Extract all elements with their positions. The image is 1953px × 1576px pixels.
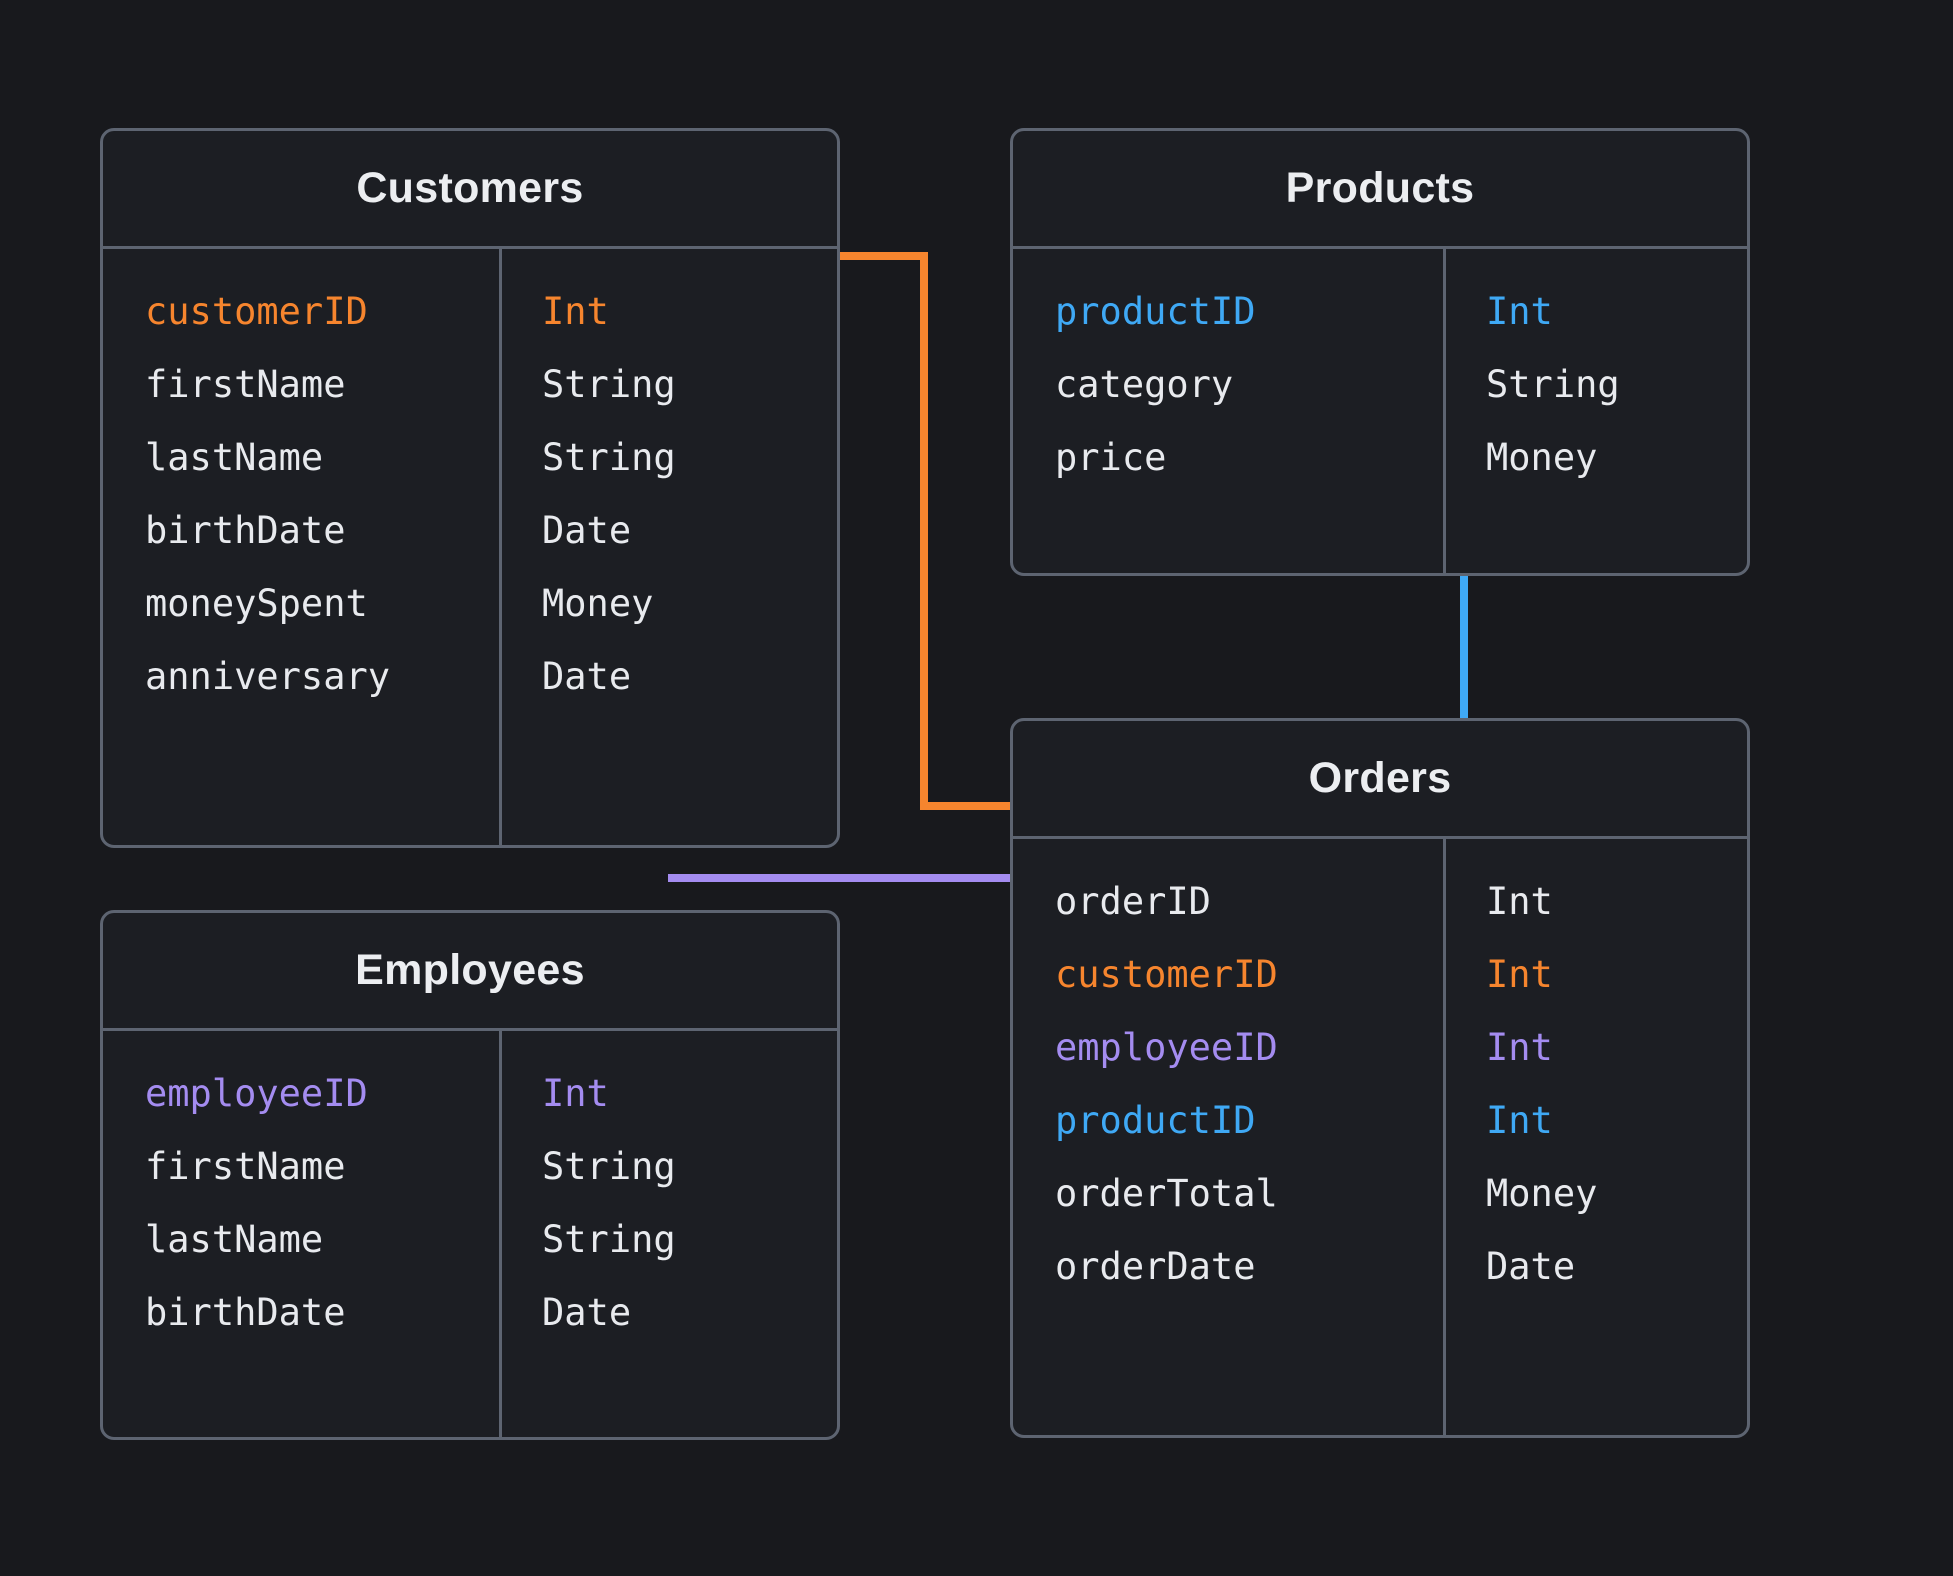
field-type: Int bbox=[1486, 1099, 1553, 1142]
field-type: Money bbox=[542, 582, 654, 625]
field-type: Date bbox=[542, 1291, 632, 1334]
field-type: String bbox=[1486, 363, 1620, 406]
entity-title: Orders bbox=[1308, 754, 1452, 802]
field-name-column: employeeID firstName lastName birthDate bbox=[103, 1031, 499, 1437]
entity-title: Employees bbox=[355, 946, 585, 994]
field-name: category bbox=[1055, 363, 1234, 406]
field-type-column: Int Int Int Int Money Date bbox=[1443, 839, 1747, 1435]
relationship-segment bbox=[920, 802, 1018, 810]
field-name-column: productID category price bbox=[1013, 249, 1443, 573]
field-name-column: orderID customerID employeeID productID … bbox=[1013, 839, 1443, 1435]
field-type: Money bbox=[1486, 436, 1598, 479]
field-name: birthDate bbox=[145, 509, 346, 552]
entity-products-body: productID category price Int String Mone… bbox=[1013, 249, 1747, 573]
entity-orders-header: Orders bbox=[1013, 721, 1747, 839]
field-name: employeeID bbox=[1055, 1026, 1278, 1069]
field-type: Date bbox=[1486, 1245, 1576, 1288]
relationship-segment bbox=[668, 874, 1018, 882]
field-type-column: Int String String Date bbox=[499, 1031, 837, 1437]
field-name: orderDate bbox=[1055, 1245, 1256, 1288]
field-type: Date bbox=[542, 509, 632, 552]
field-name: anniversary bbox=[145, 655, 391, 698]
field-type: Int bbox=[1486, 880, 1553, 923]
entity-customers-header: Customers bbox=[103, 131, 837, 249]
entity-employees-body: employeeID firstName lastName birthDate … bbox=[103, 1031, 837, 1437]
entity-employees[interactable]: Employees employeeID firstName lastName … bbox=[100, 910, 840, 1440]
field-type: Int bbox=[1486, 953, 1553, 996]
field-type: Money bbox=[1486, 1172, 1598, 1215]
field-name: customerID bbox=[1055, 953, 1278, 996]
field-name-column: customerID firstName lastName birthDate … bbox=[103, 249, 499, 845]
field-type: String bbox=[542, 1218, 676, 1261]
field-name: firstName bbox=[145, 363, 346, 406]
field-type-column: Int String Money bbox=[1443, 249, 1747, 573]
entity-title: Customers bbox=[356, 164, 584, 212]
field-name: birthDate bbox=[145, 1291, 346, 1334]
field-name: productID bbox=[1055, 1099, 1256, 1142]
field-type: Date bbox=[542, 655, 632, 698]
field-name: orderTotal bbox=[1055, 1172, 1278, 1215]
entity-orders[interactable]: Orders orderID customerID employeeID pro… bbox=[1010, 718, 1750, 1438]
field-name: lastName bbox=[145, 436, 324, 479]
field-type-column: Int String String Date Money Date bbox=[499, 249, 837, 845]
entity-products[interactable]: Products productID category price Int St… bbox=[1010, 128, 1750, 576]
relationship-segment bbox=[1460, 252, 1468, 954]
field-type: String bbox=[542, 436, 676, 479]
field-name: employeeID bbox=[145, 1072, 368, 1115]
entity-employees-header: Employees bbox=[103, 913, 837, 1031]
field-name: orderID bbox=[1055, 880, 1211, 923]
field-name: price bbox=[1055, 436, 1167, 479]
entity-orders-body: orderID customerID employeeID productID … bbox=[1013, 839, 1747, 1435]
field-type: Int bbox=[1486, 1026, 1553, 1069]
field-name: moneySpent bbox=[145, 582, 368, 625]
relationship-segment bbox=[920, 252, 928, 810]
field-type: String bbox=[542, 1145, 676, 1188]
field-name: customerID bbox=[145, 290, 368, 333]
entity-title: Products bbox=[1285, 164, 1475, 212]
field-name: productID bbox=[1055, 290, 1256, 333]
entity-products-header: Products bbox=[1013, 131, 1747, 249]
field-type: String bbox=[542, 363, 676, 406]
entity-customers[interactable]: Customers customerID firstName lastName … bbox=[100, 128, 840, 848]
field-name: firstName bbox=[145, 1145, 346, 1188]
field-type: Int bbox=[542, 290, 609, 333]
field-type: Int bbox=[1486, 290, 1553, 333]
field-name: lastName bbox=[145, 1218, 324, 1261]
field-type: Int bbox=[542, 1072, 609, 1115]
entity-customers-body: customerID firstName lastName birthDate … bbox=[103, 249, 837, 845]
